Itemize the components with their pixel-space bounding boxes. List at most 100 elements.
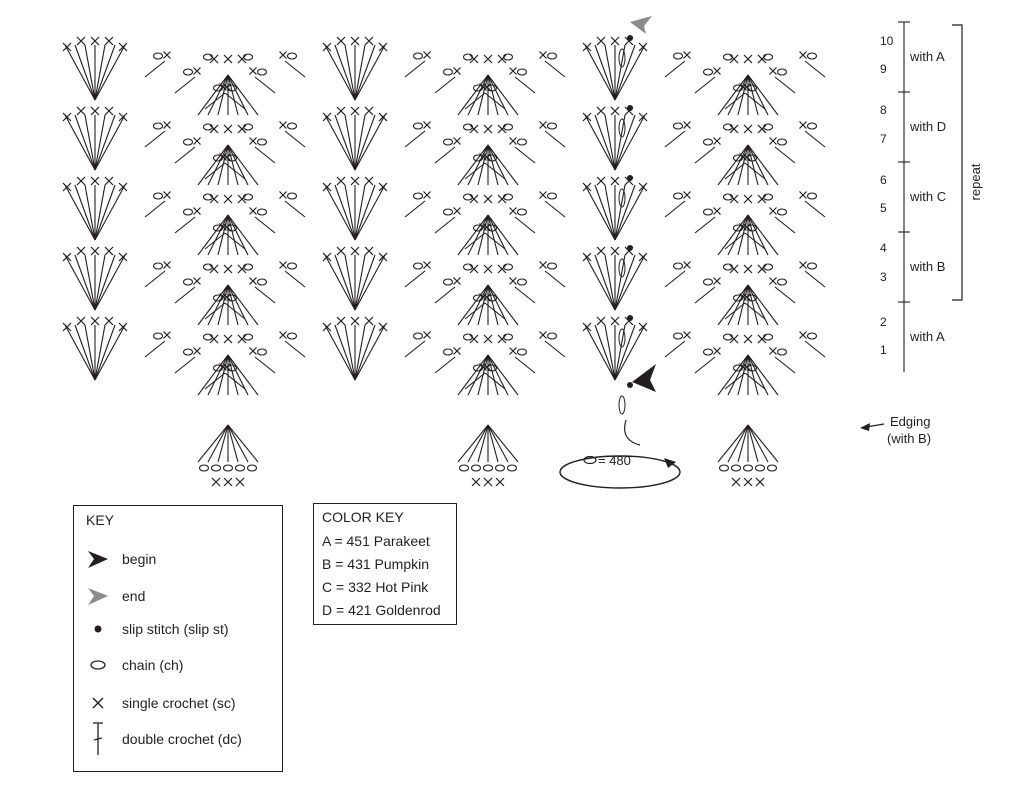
chain-icon	[618, 188, 626, 208]
double-crochet-icon	[144, 60, 166, 78]
double-crochet-icon	[544, 340, 566, 358]
chain-icon	[256, 208, 268, 216]
single-crochet-icon	[104, 176, 114, 186]
single-crochet-icon	[509, 347, 517, 355]
double-crochet-icon	[664, 340, 686, 358]
double-crochet-icon	[94, 44, 116, 101]
double-crochet-icon	[434, 286, 456, 304]
double-crochet-icon	[614, 184, 636, 241]
double-crochet-icon	[344, 184, 356, 241]
chain-icon	[442, 68, 454, 76]
double-crochet-icon	[354, 44, 366, 101]
double-crochet-icon	[717, 284, 749, 326]
double-crochet-icon	[514, 356, 536, 374]
single-crochet-icon	[713, 67, 721, 75]
key-label-chain: chain (ch)	[122, 657, 184, 673]
double-crochet-icon	[354, 324, 376, 381]
single-crochet-icon	[76, 316, 86, 326]
double-crochet-icon	[207, 284, 229, 326]
single-crochet-icon	[757, 124, 767, 134]
single-crochet-icon	[378, 322, 388, 332]
color-group-label: with C	[909, 189, 946, 204]
double-crochet-icon	[744, 92, 766, 110]
repeat-bracket	[952, 24, 963, 301]
single-crochet-icon	[62, 182, 72, 192]
single-crochet-icon	[610, 106, 620, 116]
single-crochet-icon	[90, 106, 100, 116]
double-crochet-icon	[404, 130, 426, 148]
key-label-slip-stitch: slip stitch (slip st)	[122, 621, 229, 637]
double-crochet-icon	[614, 324, 636, 381]
single-crochet-icon	[757, 194, 767, 204]
double-crochet-icon	[594, 254, 616, 311]
double-crochet-icon	[174, 76, 196, 94]
double-crochet-icon	[227, 284, 259, 326]
chain-icon	[762, 193, 774, 201]
slip-stitch-icon	[627, 105, 633, 111]
single-crochet-icon	[223, 194, 233, 204]
double-crochet-icon	[747, 284, 779, 326]
key-label-end: end	[122, 588, 146, 604]
double-crochet-icon	[84, 254, 96, 311]
single-crochet-icon	[219, 363, 227, 371]
double-crochet-icon	[354, 324, 386, 381]
double-crochet-icon	[774, 286, 796, 304]
double-crochet-icon	[457, 74, 489, 116]
double-crochet-icon	[747, 74, 759, 116]
double-crochet-icon	[487, 424, 499, 463]
double-crochet-icon	[487, 214, 499, 256]
double-crochet-icon	[584, 44, 616, 101]
color-key-item-a: A = 451 Parakeet	[322, 533, 430, 549]
single-crochet-icon	[62, 252, 72, 262]
chain-icon	[442, 278, 454, 286]
double-crochet-icon	[224, 232, 246, 250]
double-crochet-icon	[727, 424, 749, 463]
chain-icon	[182, 138, 194, 146]
double-crochet-icon	[774, 216, 796, 234]
double-crochet-icon	[204, 162, 226, 180]
double-crochet-icon	[334, 254, 356, 311]
color-group-label: with A	[909, 329, 945, 344]
single-crochet-icon	[249, 277, 257, 285]
single-crochet-icon	[237, 54, 247, 64]
color-key-item-b: B = 431 Pumpkin	[322, 556, 430, 572]
begin-arrow-icon	[88, 551, 108, 568]
double-crochet-icon	[614, 324, 646, 381]
chain-icon	[672, 192, 684, 200]
double-crochet-icon	[594, 114, 616, 171]
double-crochet-icon	[717, 424, 749, 463]
double-crochet-icon	[324, 184, 356, 241]
double-crochet-icon	[227, 424, 239, 463]
single-crochet-icon	[237, 194, 247, 204]
chain-icon	[234, 464, 246, 472]
chain-icon	[242, 263, 254, 271]
double-crochet-icon	[717, 214, 749, 256]
chain-icon	[546, 192, 558, 200]
chain-icon	[256, 68, 268, 76]
chain-icon	[618, 328, 626, 348]
chain-icon	[702, 278, 714, 286]
single-crochet-icon	[479, 153, 487, 161]
single-crochet-icon	[713, 277, 721, 285]
double-crochet-icon	[727, 144, 749, 186]
double-crochet-icon	[64, 44, 96, 101]
double-crochet-icon	[94, 324, 116, 381]
begin-arrow-icon	[632, 364, 656, 392]
chain-icon	[412, 332, 424, 340]
double-crochet-icon	[747, 74, 779, 116]
double-crochet-icon	[487, 284, 499, 326]
chain-icon	[672, 332, 684, 340]
chain-icon	[198, 464, 210, 472]
chain-icon	[202, 263, 214, 271]
single-crochet-icon	[193, 207, 201, 215]
double-crochet-icon	[334, 324, 356, 381]
single-crochet-icon	[729, 334, 739, 344]
chain-icon	[672, 262, 684, 270]
double-crochet-icon	[514, 146, 536, 164]
chain-icon	[502, 53, 514, 61]
double-crochet-icon	[584, 324, 616, 381]
chain-icon	[412, 122, 424, 130]
chain-icon	[746, 364, 758, 372]
chain-icon	[506, 464, 518, 472]
